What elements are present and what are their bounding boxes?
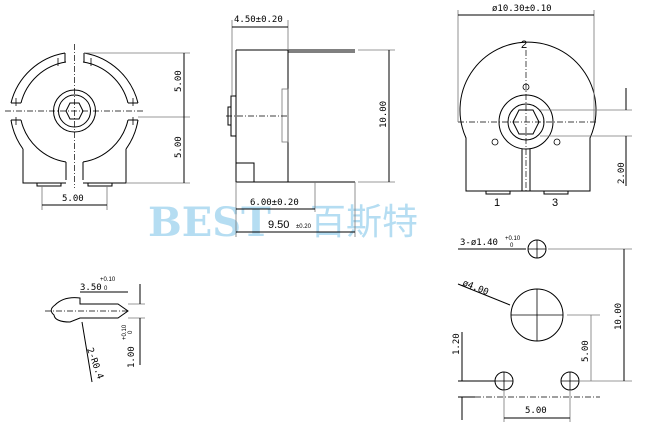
back-dim-offset: 2.00 <box>617 162 627 184</box>
pcb-dim-center-offset: 5.00 <box>581 340 591 362</box>
pcb-dim-hole-tol-upper: +0.10 <box>505 236 521 242</box>
side-dim-height: 10.00 <box>379 101 389 128</box>
pin-dim-radius: 2-R0.4 <box>84 347 105 381</box>
pcb-dim-edge-offset: 1.20 <box>452 333 462 355</box>
front-dim-pin-spacing: 5.00 <box>62 194 84 204</box>
back-pin-label-3: 3 <box>552 197 558 209</box>
watermark-latin: BEST <box>148 199 271 246</box>
pcb-layout: 3-ø1.40 +0.10 0 ø4.00 10.00 5.00 1.20 5.… <box>452 236 632 422</box>
pcb-dim-hole: 3-ø1.40 <box>460 238 498 248</box>
watermark-chinese: 百斯特 <box>310 202 418 243</box>
watermark: BEST 百斯特 <box>148 199 418 246</box>
back-pin-label-1: 1 <box>494 197 500 209</box>
pcb-dim-hole-tol-lower: 0 <box>510 243 514 249</box>
side-dim-total-depth-tol: ±0.20 <box>296 224 312 230</box>
pcb-dim-height: 10.00 <box>614 303 624 330</box>
pin-dim-length-tol-upper: +0.10 <box>100 277 116 283</box>
pin-dim-length-tol-lower: 0 <box>104 286 108 292</box>
pin-detail: 3.50 +0.10 0 1.00 +0.10 0 2-R0.4 <box>45 277 145 383</box>
side-dim-body-depth: 6.00±0.20 <box>250 198 299 208</box>
pcb-dim-pin-spacing: 5.00 <box>525 406 547 416</box>
back-pin-label-2: 2 <box>521 39 527 51</box>
back-dim-diameter: ø10.30±0.10 <box>492 4 552 14</box>
side-dim-total-depth: 9.50 <box>268 219 289 231</box>
pin-dim-length: 3.50 <box>80 283 102 293</box>
back-view: 2 1 3 ø10.30±0.10 2.00 <box>457 4 632 209</box>
pcb-dim-center-hole: ø4.00 <box>461 279 490 298</box>
side-dim-shaft-length: 4.50±0.20 <box>234 15 283 25</box>
front-view: 5.00 5.00 5.00 <box>5 44 190 210</box>
pin-dim-width-tol-upper: +0.10 <box>122 324 128 340</box>
side-view: 4.50±0.20 10.00 6.00±0.20 9.50 ±0.20 <box>226 15 395 237</box>
front-dim-top: 5.00 <box>174 70 184 92</box>
front-dim-bottom: 5.00 <box>174 136 184 158</box>
pin-dim-width-tol-lower: 0 <box>128 330 134 334</box>
pin-dim-width: 1.00 <box>127 346 137 368</box>
